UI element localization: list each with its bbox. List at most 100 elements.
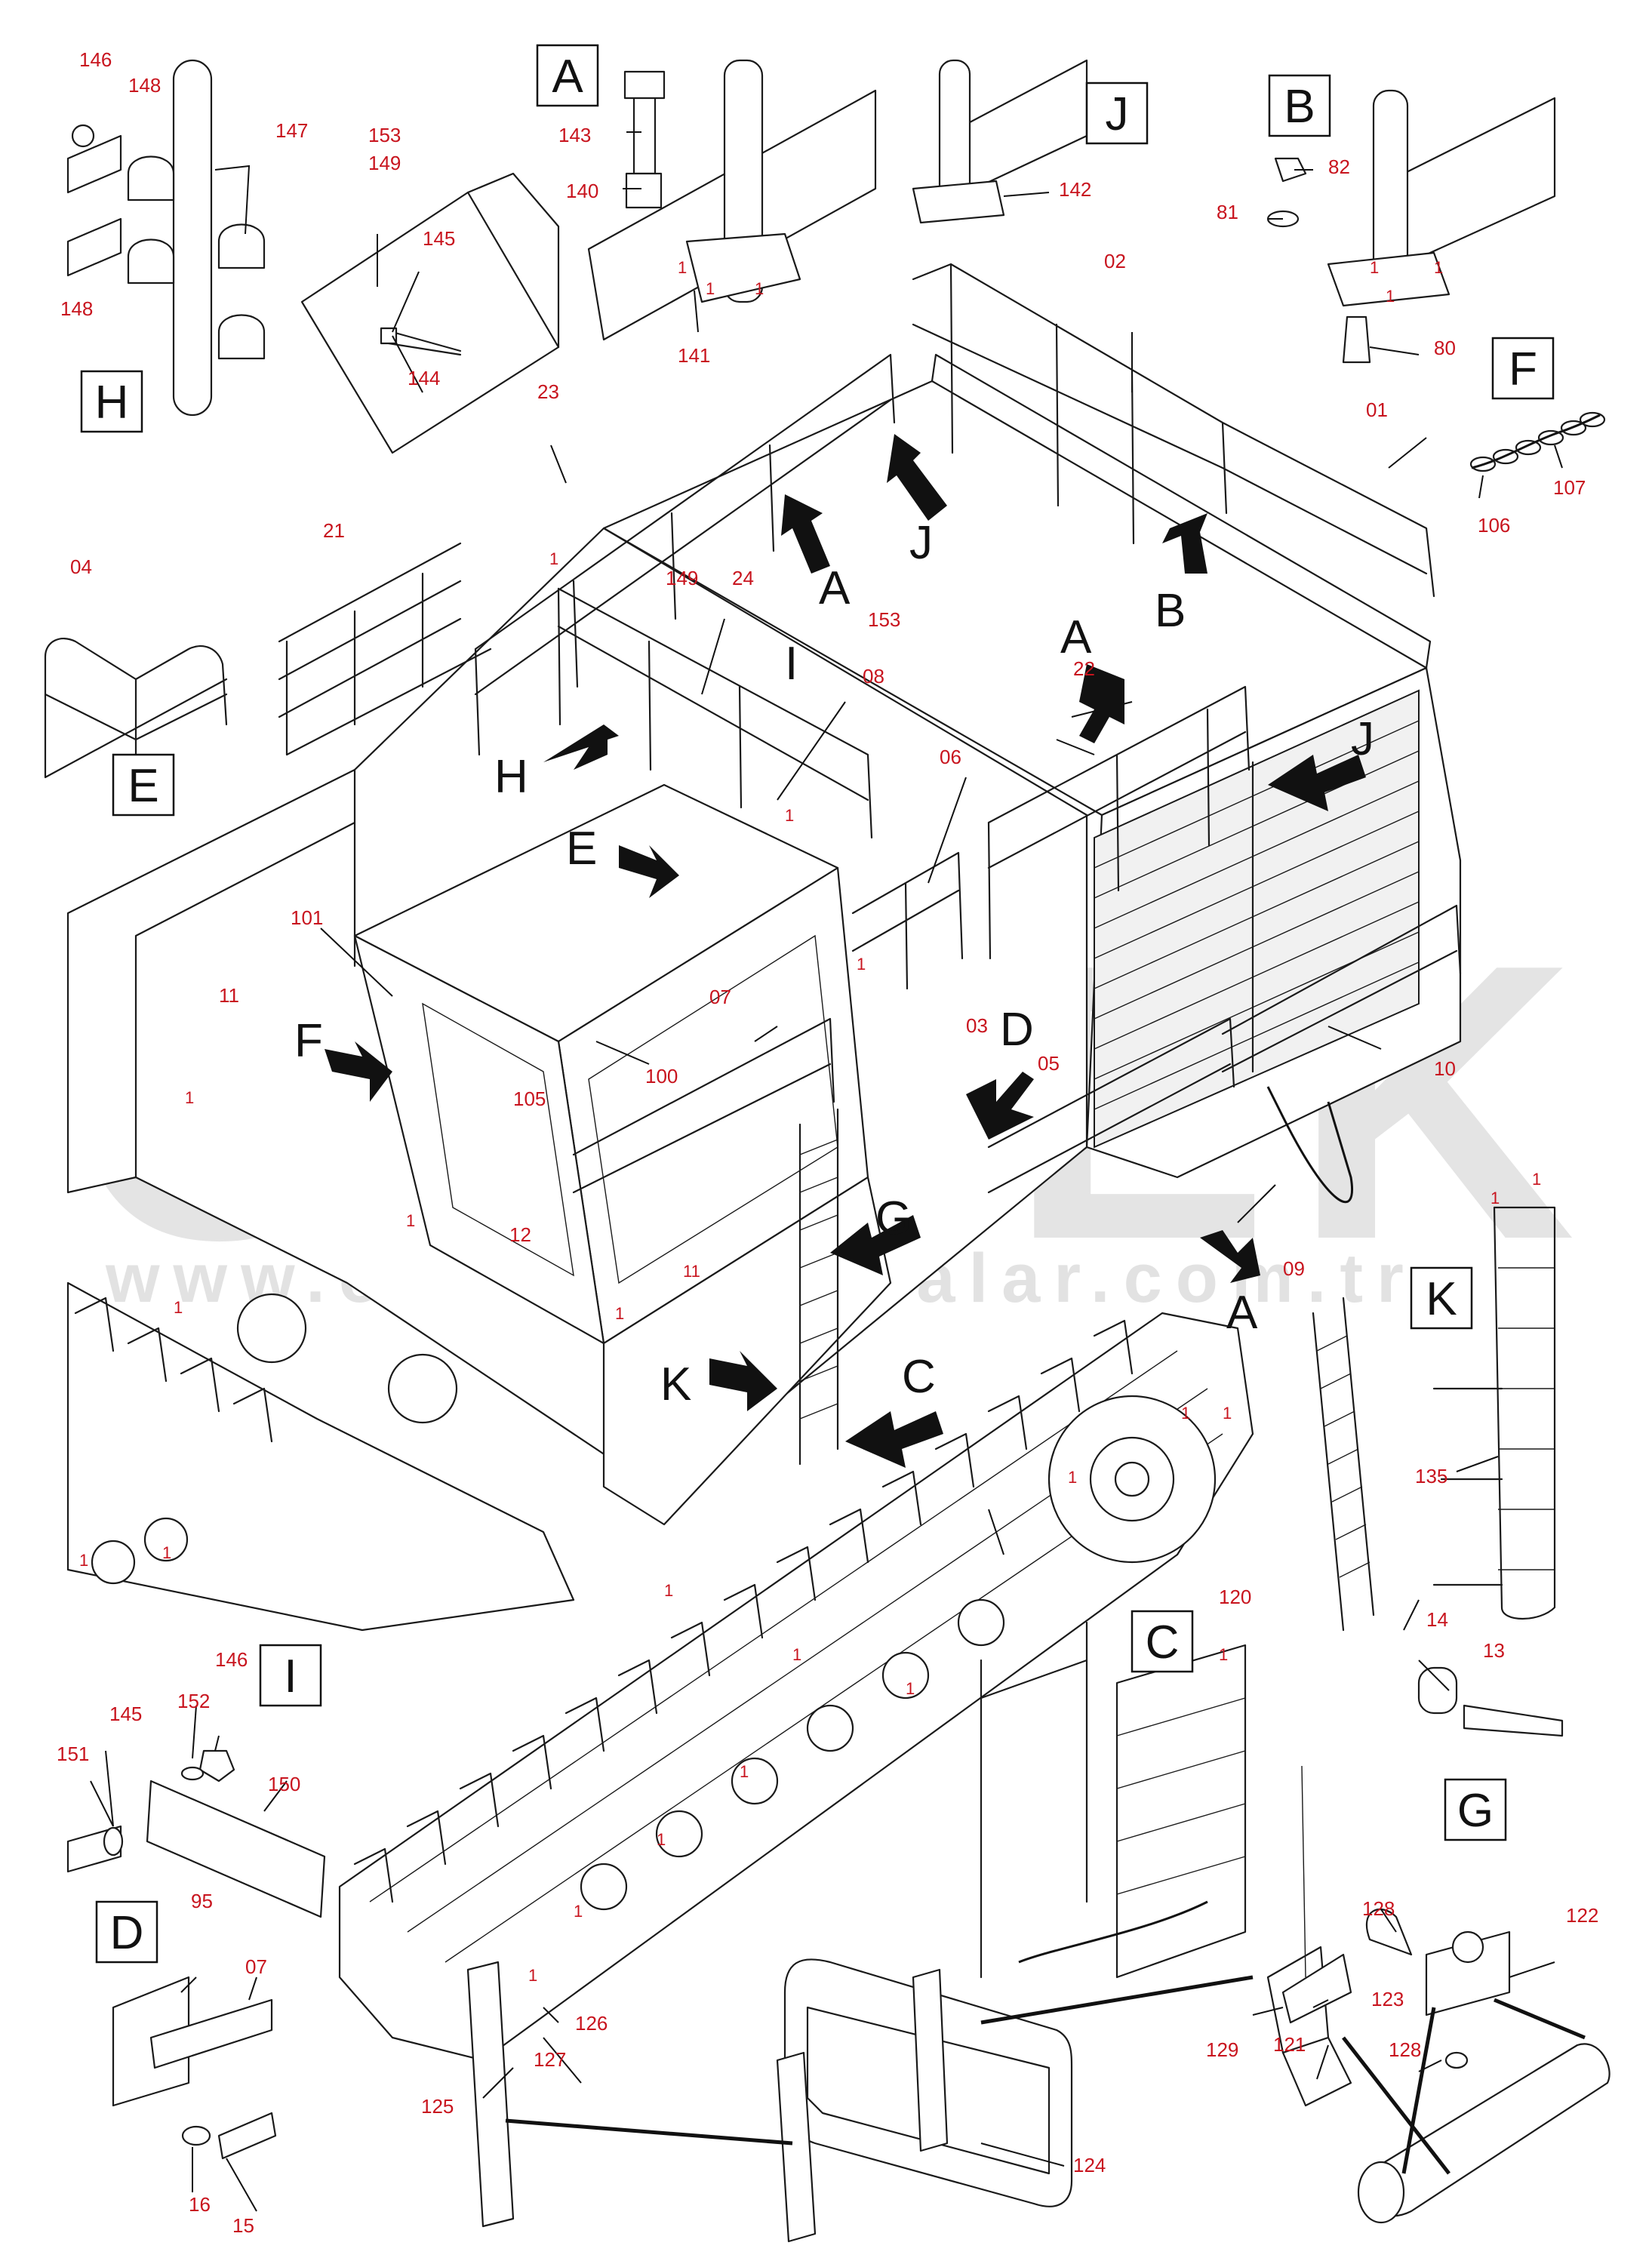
callout-128b: 128	[1389, 2038, 1421, 2061]
callout-15: 15	[232, 2214, 254, 2237]
qty-marker: 1	[1219, 1645, 1228, 1664]
quantity-markers: 1 1 1 1 1 1 1 1 1 1 1 11 1 1 1 1 1 1 1 1…	[79, 258, 1541, 1985]
qty-marker: 1	[549, 549, 558, 568]
callout-82: 82	[1328, 155, 1350, 178]
callout-11: 11	[219, 984, 239, 1007]
callout-81: 81	[1217, 201, 1238, 223]
callout-08: 08	[863, 665, 884, 688]
arrow-a-mid	[1079, 664, 1124, 743]
qty-marker: 1	[574, 1902, 583, 1921]
callout-105: 105	[513, 1087, 546, 1110]
callout-107: 107	[1553, 476, 1586, 499]
detail-e	[44, 638, 228, 779]
callout-140: 140	[566, 180, 598, 202]
letter-j-free: J	[909, 517, 933, 569]
callout-143: 143	[558, 124, 591, 146]
letter-f-box: F	[1509, 343, 1537, 395]
callout-100: 100	[645, 1065, 678, 1087]
arrow-c	[845, 1411, 943, 1468]
callout-142: 142	[1059, 178, 1091, 201]
detail-g	[1266, 1765, 1610, 2224]
detail-b	[1266, 89, 1556, 364]
letter-a-box: A	[552, 51, 583, 103]
callout-02: 02	[1104, 250, 1126, 272]
qty-marker: 1	[1490, 1189, 1500, 1207]
letter-c-box: C	[1146, 1617, 1180, 1669]
qty-marker: 1	[79, 1551, 88, 1570]
arrow-a-top	[781, 494, 830, 574]
qty-marker: 1	[785, 806, 794, 825]
letter-h-box: H	[95, 377, 129, 429]
callout-148: 148	[128, 74, 161, 97]
radiator-grille	[1094, 689, 1420, 1149]
qty-marker: 1	[706, 279, 715, 298]
callout-101: 101	[291, 906, 323, 929]
callout-121: 121	[1273, 2033, 1306, 2056]
callout-04: 04	[70, 555, 92, 578]
qty-marker: 1	[678, 258, 687, 277]
callout-126: 126	[575, 2012, 608, 2035]
qty-marker: 1	[740, 1762, 749, 1781]
letter-d-box: D	[110, 1907, 144, 1959]
callout-144: 144	[408, 367, 440, 389]
letter-e-box: E	[128, 760, 158, 812]
callout-06: 06	[940, 746, 961, 768]
loop-09	[1266, 1086, 1353, 1204]
letter-a-free-3: A	[1226, 1287, 1258, 1339]
callout-146b: 146	[215, 1648, 248, 1671]
callout-10: 10	[1434, 1057, 1456, 1080]
leader-lines	[90, 131, 1586, 2212]
callout-21: 21	[323, 519, 345, 542]
callout-124: 124	[1073, 2154, 1106, 2176]
arrow-g	[830, 1215, 921, 1275]
letter-f-free: F	[294, 1015, 323, 1067]
callout-13: 13	[1483, 1639, 1505, 1662]
callout-153: 153	[368, 124, 401, 146]
callout-148b: 148	[60, 297, 93, 320]
callout-127: 127	[534, 2048, 566, 2071]
cab	[353, 783, 869, 1345]
arrow-a-low	[1200, 1230, 1260, 1283]
qty-marker: 1	[755, 279, 764, 298]
qty-marker: 1	[528, 1966, 537, 1985]
callout-150: 150	[268, 1773, 300, 1795]
track-left	[66, 1281, 575, 1632]
view-letters: A J B F H E K C I G D J A B A J I H E F …	[80, 44, 1555, 1964]
callout-149b: 149	[666, 567, 698, 589]
arrow-d	[966, 1072, 1034, 1140]
callout-23: 23	[537, 380, 559, 403]
arrow-b	[1162, 513, 1207, 574]
callout-12: 12	[509, 1223, 531, 1246]
callout-07: 07	[709, 986, 731, 1008]
qty-marker: 1	[792, 1645, 801, 1664]
qty-marker: 1	[1068, 1468, 1077, 1487]
detail-d	[112, 1976, 277, 2160]
callout-128: 128	[1362, 1897, 1395, 1920]
callout-147: 147	[275, 119, 308, 142]
callout-22: 22	[1073, 657, 1095, 680]
callout-24: 24	[732, 567, 754, 589]
callout-129: 129	[1206, 2038, 1238, 2061]
qty-marker: 1	[1532, 1170, 1541, 1189]
callout-145: 145	[423, 227, 455, 250]
arrow-e	[619, 845, 679, 898]
qty-marker: 1	[1370, 258, 1379, 277]
track-right	[338, 1312, 1254, 2062]
qty-marker: 1	[615, 1304, 624, 1323]
callout-01: 01	[1366, 398, 1388, 421]
qty-marker: 1	[657, 1830, 666, 1849]
callout-151: 151	[57, 1743, 89, 1765]
callout-80: 80	[1434, 337, 1456, 359]
callout-152: 152	[177, 1690, 210, 1712]
qty-marker: 1	[1181, 1404, 1190, 1423]
callout-125: 125	[421, 2095, 454, 2118]
callout-11b: 11	[683, 1262, 700, 1281]
road-wheels	[580, 1598, 1005, 1911]
qty-marker: 1	[1223, 1404, 1232, 1423]
letter-k-free: K	[660, 1358, 691, 1410]
letter-g-free: G	[875, 1192, 912, 1244]
letter-c-free: C	[902, 1351, 936, 1403]
qty-marker: 1	[1386, 287, 1395, 306]
handrails	[278, 263, 1462, 1194]
